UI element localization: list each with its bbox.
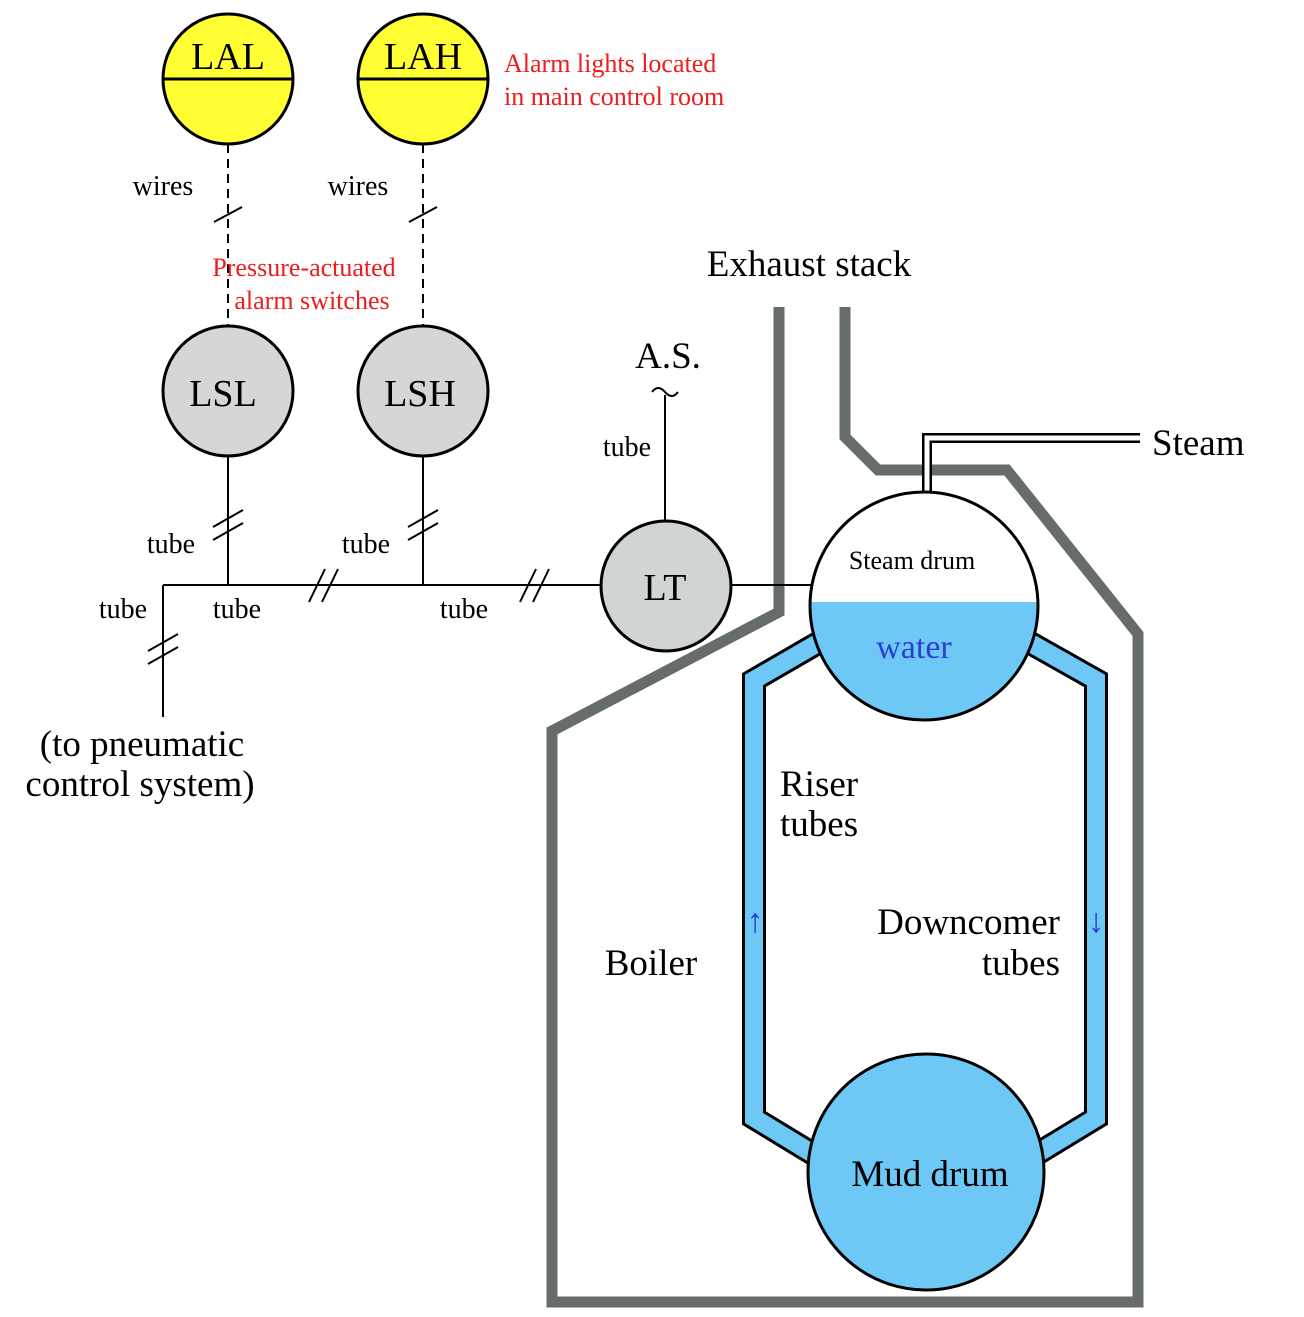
steam-drum [808,490,1040,722]
riser-label-line1: Riser [780,764,858,805]
downcomer-flow-arrow-icon: ↓ [1088,903,1105,940]
boiler-wall-left [546,307,1144,1308]
mud-drum [806,1052,1046,1292]
alarm-light-lal [161,12,295,146]
lal-label: LAL [191,36,265,78]
downcomer-label-line1: Downcomer [877,902,1060,943]
instrument-tubing [147,387,813,717]
mud-drum-label: Mud drum [851,1154,1008,1195]
alarm-note-line2: in main control room [504,82,724,111]
water-label: water [876,629,952,666]
switch-note-line1: Pressure-actuated [212,253,395,282]
switch-lsl [161,324,295,458]
lah-label: LAH [384,36,462,78]
exhaust-stack-label: Exhaust stack [707,244,912,285]
boiler-label: Boiler [605,943,697,984]
wires-label-left: wires [133,171,194,202]
lsl-tube-label: tube [147,529,195,560]
lsh-label: LSH [384,373,456,415]
riser-downcomer-tubes [742,625,1108,1174]
switch-lsh [356,324,490,458]
pneumatic-line2: control system) [25,764,254,805]
lsl-label: LSL [189,373,257,415]
steam-pipe [922,433,1140,498]
riser-label-line2: tubes [780,804,858,845]
as-tube-label: tube [603,432,651,463]
left-branch-tube-label: tube [99,594,147,625]
lt-label: LT [644,567,687,609]
level-transmitter [599,519,733,653]
alarm-light-lah [356,12,490,146]
header-tube-label-1: tube [213,594,261,625]
header-tube-label-2: tube [440,594,488,625]
steam-drum-label: Steam drum [849,546,975,575]
lsh-tube-label: tube [342,529,390,560]
alarm-note-line1: Alarm lights located [504,49,716,78]
steam-label: Steam [1152,423,1245,464]
air-supply-label: A.S. [635,336,701,377]
pneumatic-line1: (to pneumatic [40,724,244,765]
riser-flow-arrow-icon: ↑ [747,903,764,940]
downcomer-label-line2: tubes [982,943,1060,984]
switch-note-line2: alarm switches [234,286,389,315]
alarm-wires [213,144,438,325]
wires-label-right: wires [328,171,389,202]
